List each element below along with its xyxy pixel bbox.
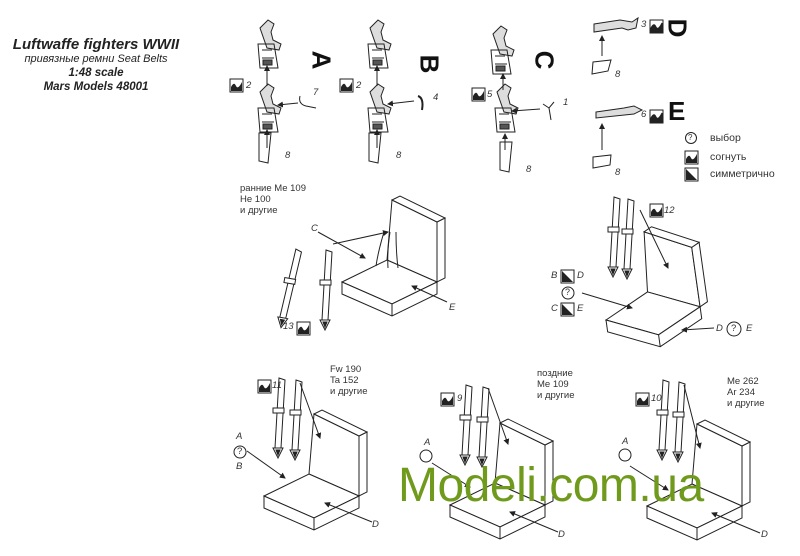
label-d: D bbox=[761, 529, 768, 540]
part-number: 12 bbox=[664, 205, 675, 216]
legend-bend: согнуть bbox=[710, 151, 747, 163]
legend-choice: выбор bbox=[710, 132, 741, 144]
maker-label: Mars Models 48001 bbox=[43, 81, 149, 93]
label-d: D bbox=[716, 323, 723, 334]
step-d-drawing bbox=[591, 16, 664, 75]
part-number: 1 bbox=[563, 97, 569, 108]
page-title: Luftwaffe fighters WWII bbox=[12, 36, 180, 53]
page-subtitle: привязные ремни Seat Belts bbox=[24, 53, 168, 65]
me262-seat-drawing bbox=[618, 379, 761, 541]
step-b-drawing bbox=[339, 19, 424, 164]
label-e: E bbox=[746, 323, 753, 334]
label-a: A bbox=[622, 436, 629, 447]
step-letter-b: B bbox=[414, 54, 445, 74]
label-c: C bbox=[551, 303, 558, 314]
step-letter-c: C bbox=[529, 50, 560, 70]
title-block: Luftwaffe fighters WWII привязные ремни … bbox=[0, 36, 192, 94]
question-circle-icon: ? bbox=[237, 446, 243, 457]
step-letter-d: D bbox=[662, 18, 693, 38]
label-a: A bbox=[236, 431, 243, 442]
part-number: 8 bbox=[526, 164, 532, 175]
legend-symmetric: симметрично bbox=[710, 168, 775, 180]
part-number: 4 bbox=[433, 92, 439, 103]
part-number: 2 bbox=[246, 80, 252, 91]
question-circle-icon: ? bbox=[731, 323, 737, 334]
late109-seat-drawing bbox=[419, 384, 559, 540]
step-a-drawing bbox=[229, 19, 317, 164]
part-number: 8 bbox=[615, 167, 621, 178]
part-number: 11 bbox=[272, 380, 282, 391]
label-c: C bbox=[311, 223, 318, 234]
part-number: 7 bbox=[313, 87, 319, 98]
part-number: 2 bbox=[356, 80, 362, 91]
part-number: 8 bbox=[396, 150, 402, 161]
question-circle-icon: ? bbox=[688, 133, 693, 142]
label-e: E bbox=[449, 302, 456, 313]
part-number: 9 bbox=[457, 393, 463, 404]
watermark: Modeli.com.ua bbox=[398, 459, 704, 512]
label-d: D bbox=[558, 529, 565, 540]
question-circle-icon: ? bbox=[565, 287, 571, 297]
right-seat-drawing bbox=[560, 196, 742, 355]
step-letter-a: A bbox=[306, 50, 337, 70]
part-number: 8 bbox=[285, 150, 291, 161]
label-d: D bbox=[577, 270, 584, 281]
part-number: 6 bbox=[641, 109, 647, 120]
label-a: A bbox=[424, 437, 431, 448]
step-letter-e: E bbox=[668, 96, 686, 126]
part-number: 3 bbox=[641, 19, 647, 30]
fw190-seat-drawing bbox=[233, 377, 373, 531]
step-c-drawing bbox=[471, 25, 555, 173]
label-b: B bbox=[551, 270, 558, 281]
part-number: 5 bbox=[487, 89, 493, 100]
scale-label: 1:48 scale bbox=[68, 67, 124, 79]
label-e: E bbox=[577, 303, 584, 314]
step-e-drawing bbox=[592, 105, 664, 169]
part-number: 10 bbox=[651, 393, 662, 404]
part-number: 8 bbox=[615, 69, 621, 80]
part-number: 13 bbox=[283, 321, 294, 332]
label-d: D bbox=[372, 519, 379, 530]
label-b: B bbox=[236, 461, 243, 472]
early-seat-drawing bbox=[275, 195, 448, 336]
